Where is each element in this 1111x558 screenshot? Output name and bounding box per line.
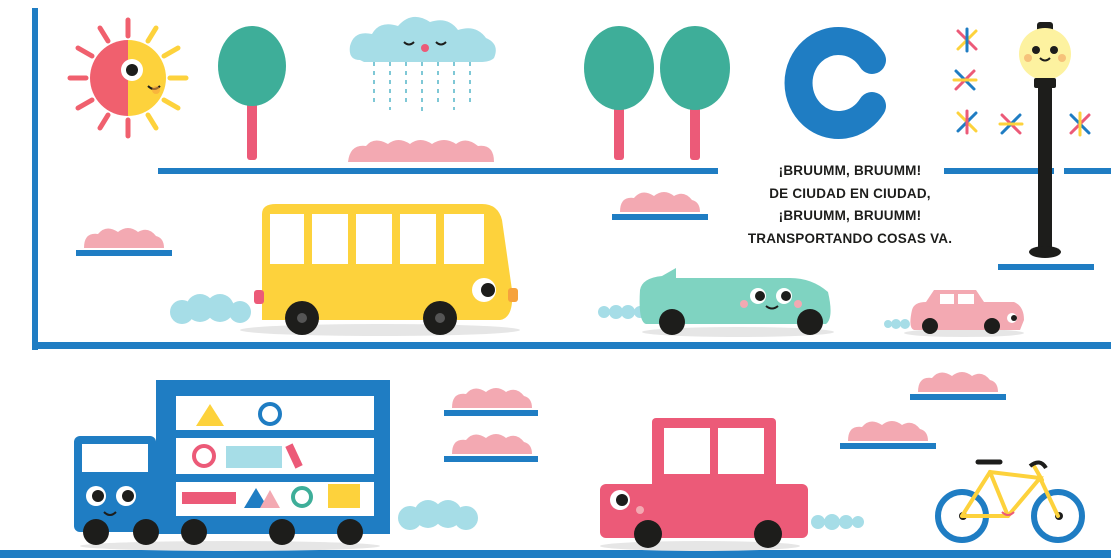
exhaust-smoke-icon bbox=[170, 294, 251, 324]
bush-icon bbox=[348, 140, 494, 162]
verse-line: ¡BRUUMM, BRUUMM! bbox=[778, 208, 922, 223]
tree-icon bbox=[660, 26, 730, 160]
tree-icon bbox=[584, 26, 654, 160]
verse-line: ¡BRUUMM, BRUUMM! bbox=[778, 163, 922, 178]
sparkle-icon bbox=[952, 27, 1091, 137]
verse-text: ¡BRUUMM, BRUUMM! DE CIUDAD EN CIUDAD, ¡B… bbox=[725, 160, 975, 250]
bush-icon bbox=[620, 192, 700, 212]
bicycle-icon bbox=[935, 459, 1085, 543]
street-lamp-icon bbox=[1019, 22, 1071, 258]
cloud-icon bbox=[349, 16, 496, 112]
bush-icon bbox=[452, 388, 532, 408]
exhaust-smoke-icon bbox=[398, 500, 478, 530]
bus-icon bbox=[170, 204, 520, 336]
sun-icon bbox=[67, 17, 189, 139]
taxi-icon bbox=[598, 268, 834, 337]
red-car-icon bbox=[600, 418, 864, 551]
tree-icon bbox=[218, 26, 286, 160]
bush-icon bbox=[452, 434, 532, 454]
small-car-icon bbox=[884, 290, 1024, 337]
verse-line: DE CIUDAD EN CIUDAD, bbox=[769, 185, 931, 201]
bush-icon bbox=[84, 228, 164, 248]
exhaust-smoke-icon bbox=[884, 319, 910, 329]
truck-icon bbox=[74, 380, 478, 551]
verse-line: TRANSPORTANDO COSAS VA. bbox=[747, 230, 953, 246]
letter-c-icon bbox=[784, 27, 886, 139]
exhaust-smoke-icon bbox=[811, 514, 864, 530]
bush-icon bbox=[918, 372, 998, 392]
bush-icon bbox=[848, 421, 928, 441]
road-lines bbox=[0, 8, 1111, 558]
exhaust-smoke-icon bbox=[598, 305, 646, 319]
